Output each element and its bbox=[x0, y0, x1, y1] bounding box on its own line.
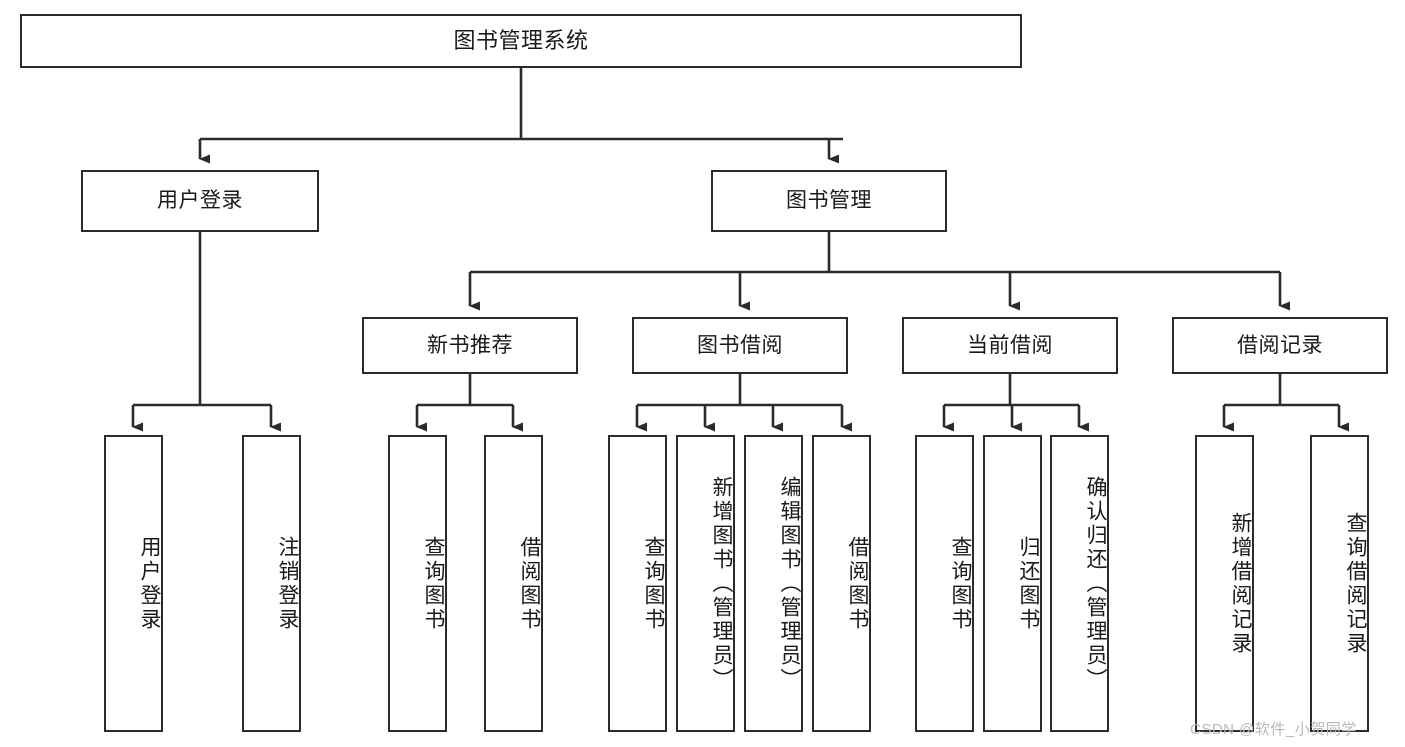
leaf-label: 查询图书 bbox=[422, 535, 445, 632]
leaf-query-book-current[interactable]: 查询图书 bbox=[915, 435, 974, 732]
leaf-borrow-book-recommend[interactable]: 借阅图书 bbox=[484, 435, 543, 732]
leaf-borrow-book[interactable]: 借阅图书 bbox=[812, 435, 871, 732]
leaf-query-borrow-record[interactable]: 查询借阅记录 bbox=[1310, 435, 1369, 732]
leaf-label: 注销登录 bbox=[276, 535, 299, 632]
node-root[interactable]: 图书管理系统 bbox=[20, 14, 1022, 68]
leaf-confirm-return-admin[interactable]: 确认归还（管理员） bbox=[1050, 435, 1109, 732]
leaf-label: 借阅图书 bbox=[846, 535, 869, 632]
node-borrow-records[interactable]: 借阅记录 bbox=[1172, 317, 1388, 374]
node-book-management[interactable]: 图书管理 bbox=[711, 170, 947, 232]
leaf-label: 新增图书（管理员） bbox=[710, 475, 733, 692]
leaf-label: 新增借阅记录 bbox=[1229, 511, 1252, 656]
leaf-label: 查询图书 bbox=[642, 535, 665, 632]
leaf-label: 查询图书 bbox=[949, 535, 972, 632]
leaf-label: 借阅图书 bbox=[518, 535, 541, 632]
leaf-label: 用户登录 bbox=[138, 535, 161, 632]
leaf-label: 编辑图书（管理员） bbox=[778, 475, 801, 692]
leaf-add-borrow-record[interactable]: 新增借阅记录 bbox=[1195, 435, 1254, 732]
leaf-label: 确认归还（管理员） bbox=[1084, 475, 1107, 692]
leaf-label: 归还图书 bbox=[1017, 535, 1040, 632]
leaf-return-book[interactable]: 归还图书 bbox=[983, 435, 1042, 732]
node-new-book-recommend[interactable]: 新书推荐 bbox=[362, 317, 578, 374]
leaf-query-book-recommend[interactable]: 查询图书 bbox=[388, 435, 447, 732]
leaf-label: 查询借阅记录 bbox=[1344, 511, 1367, 656]
leaf-user-login[interactable]: 用户登录 bbox=[104, 435, 163, 732]
node-current-borrow[interactable]: 当前借阅 bbox=[902, 317, 1118, 374]
csdn-watermark: CSDN @软件_小贺同学 bbox=[1190, 721, 1357, 738]
node-user-login[interactable]: 用户登录 bbox=[81, 170, 319, 232]
leaf-add-book-admin[interactable]: 新增图书（管理员） bbox=[676, 435, 735, 732]
leaf-query-book-borrow[interactable]: 查询图书 bbox=[608, 435, 667, 732]
leaf-logout[interactable]: 注销登录 bbox=[242, 435, 301, 732]
node-book-borrow[interactable]: 图书借阅 bbox=[632, 317, 848, 374]
leaf-edit-book-admin[interactable]: 编辑图书（管理员） bbox=[744, 435, 803, 732]
